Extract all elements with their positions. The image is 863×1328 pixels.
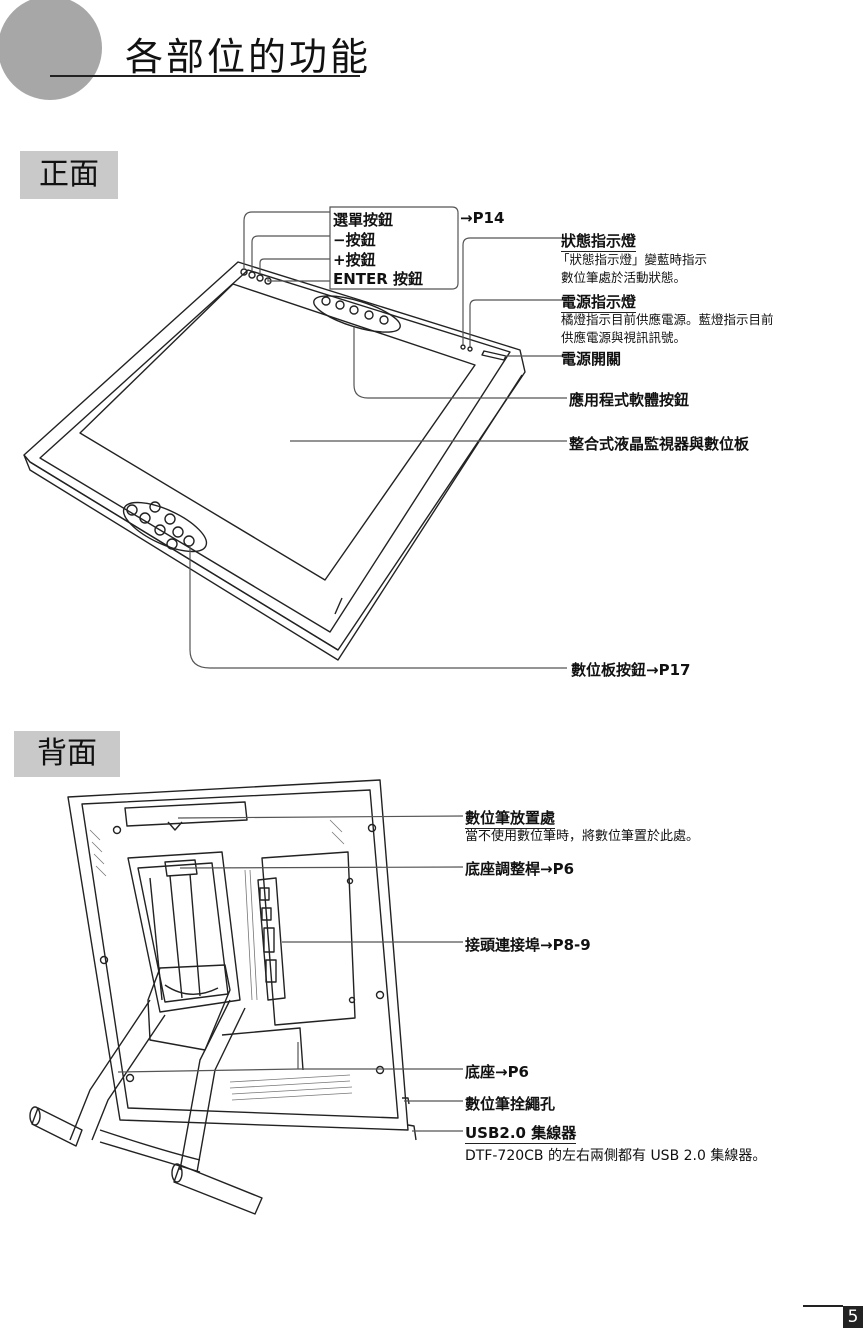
pen-holder-desc: 當不使用數位筆時，將數位筆置於此處。 [465, 828, 699, 846]
label-usb-hub: USB2.0 集線器 [465, 1122, 576, 1144]
label-pen-holder: 數位筆放置處 [465, 807, 555, 829]
page-number-rule [803, 1305, 843, 1307]
label-stand-lever: 底座調整桿→P6 [465, 858, 574, 879]
label-tether-hole: 數位筆拴繩孔 [465, 1093, 555, 1114]
label-stand: 底座→P6 [465, 1061, 529, 1082]
usb-hub-desc: DTF-720CB 的左右兩側都有 USB 2.0 集線器。 [465, 1145, 766, 1165]
page-number: 5 [843, 1306, 863, 1328]
label-connector-port: 接頭連接埠→P8-9 [465, 934, 591, 955]
